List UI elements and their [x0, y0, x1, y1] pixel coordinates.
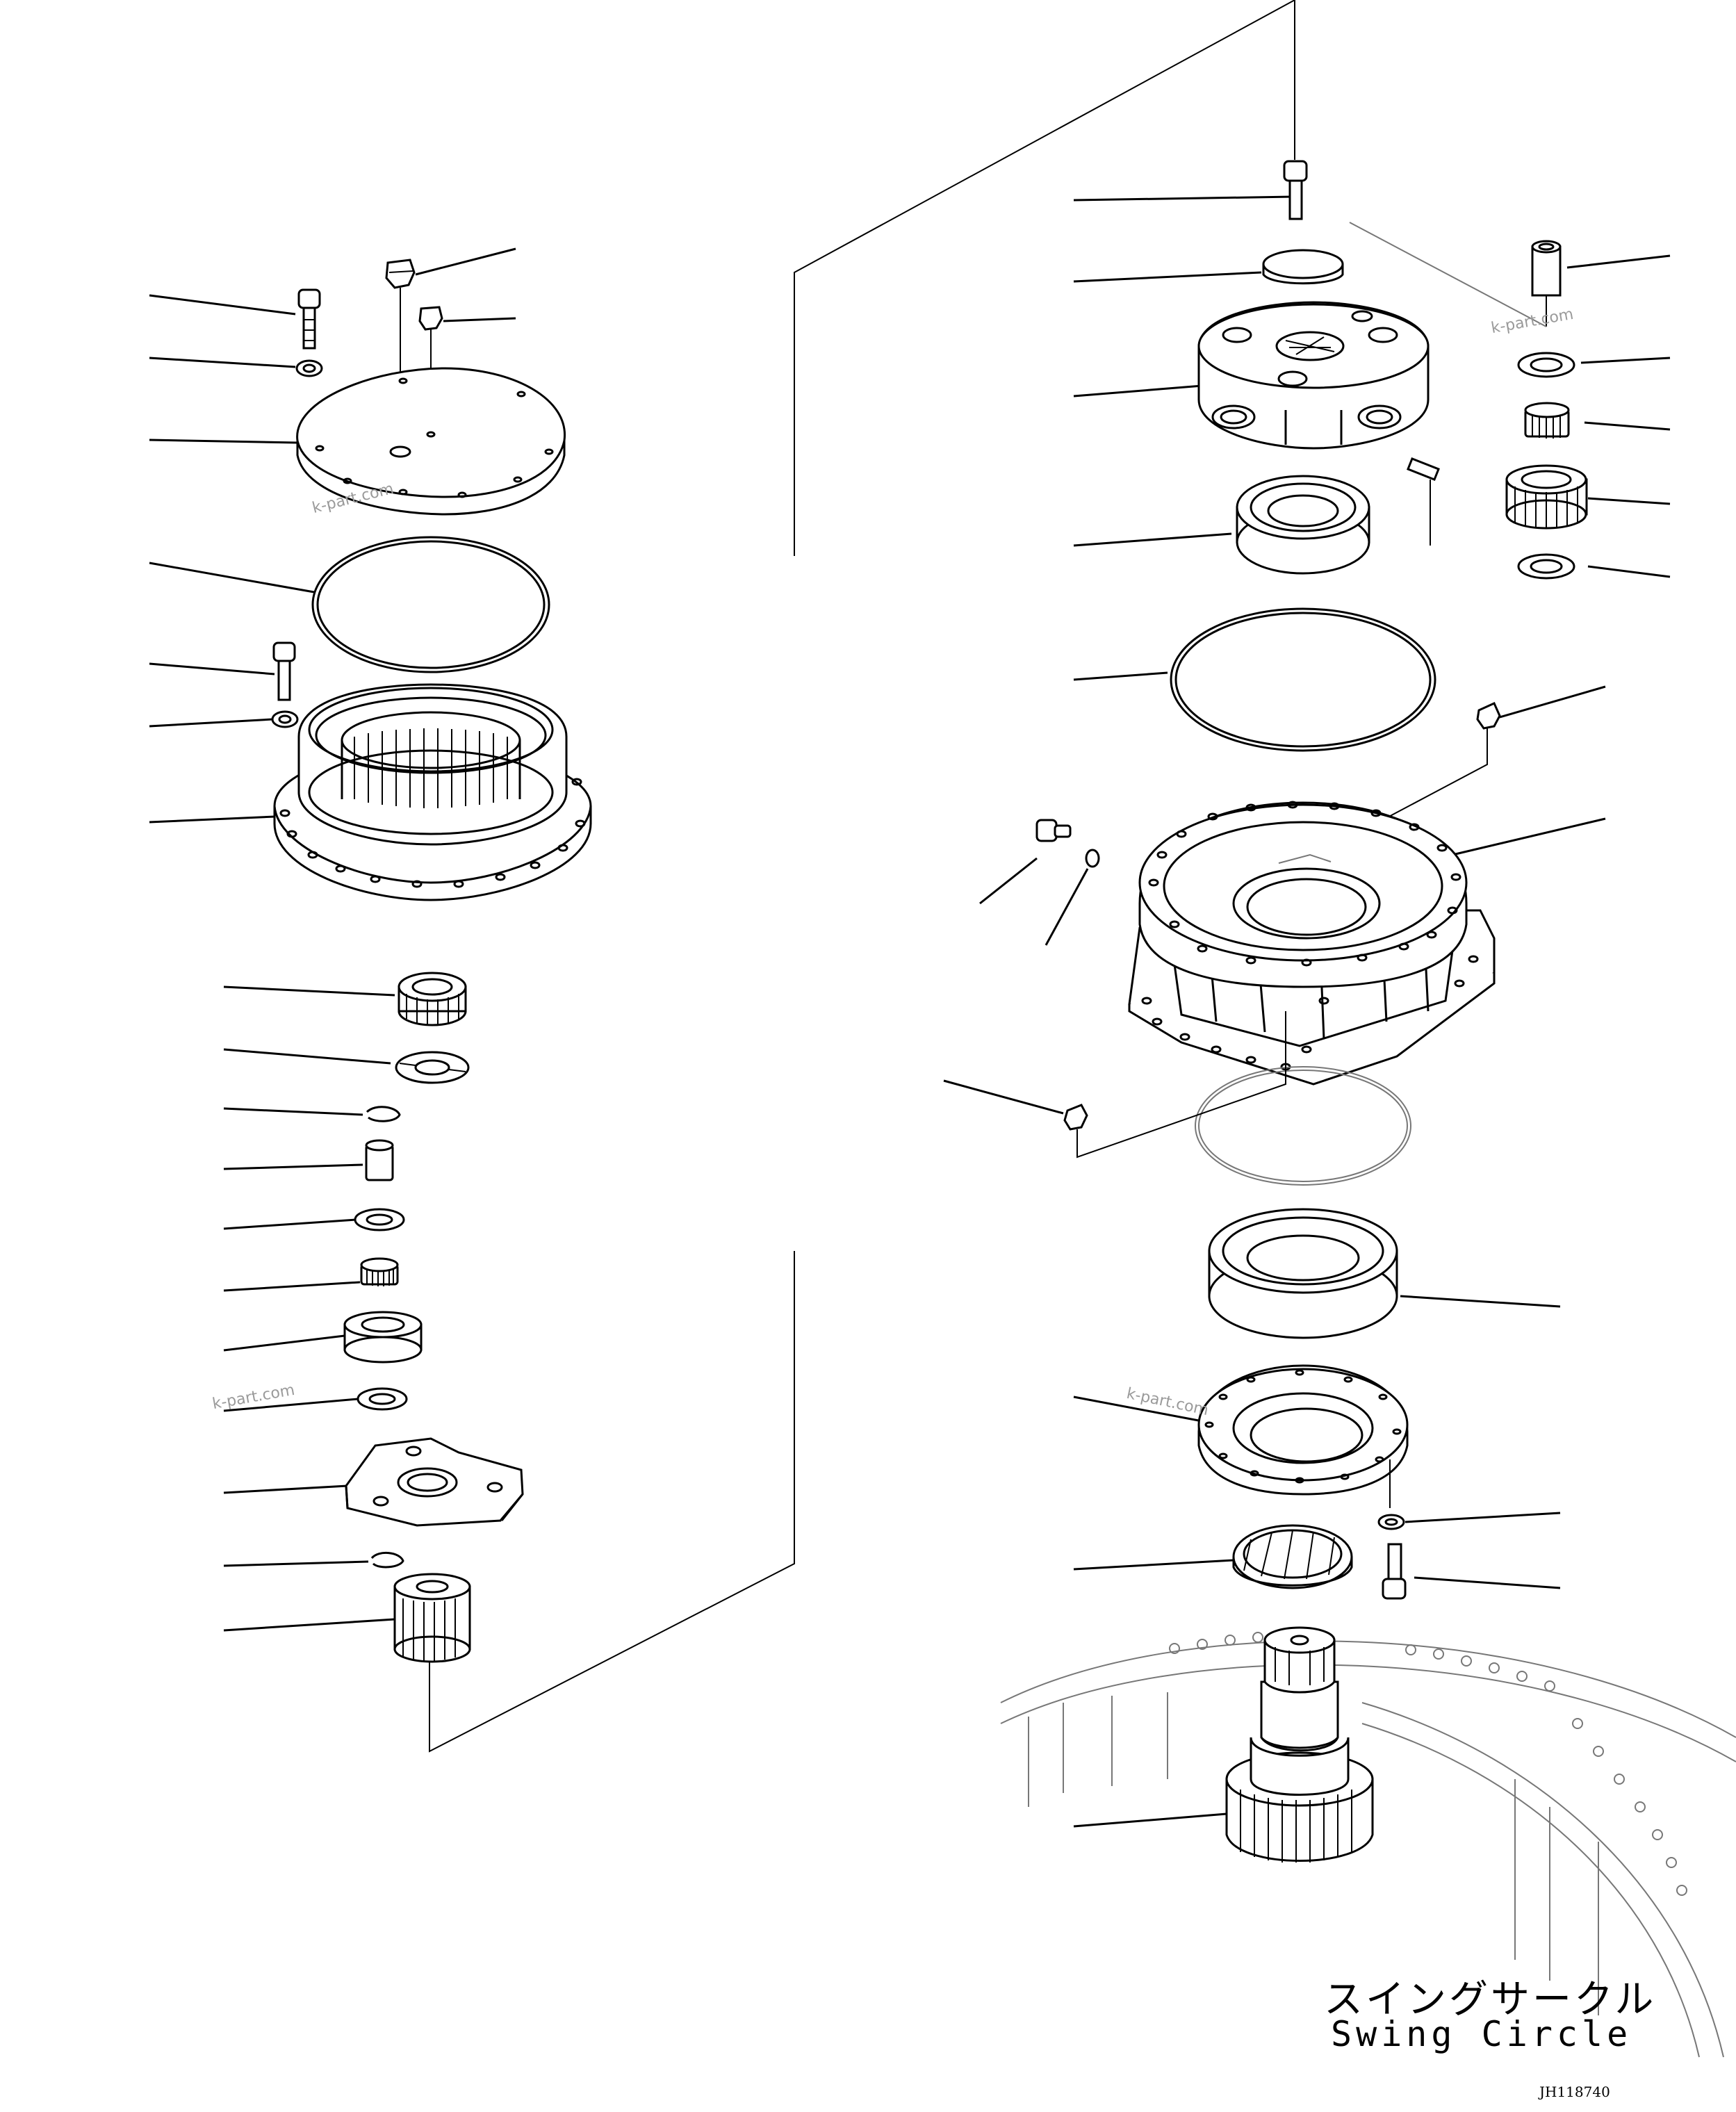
retainer-washer	[1377, 1514, 1405, 1530]
planet-gear-right	[1505, 464, 1588, 530]
thrust-washer-left	[395, 1051, 470, 1084]
ring-gear-housing	[273, 683, 592, 901]
planet-carrier-plate	[345, 1437, 524, 1527]
swing-circle-label-japanese: スイングサークル	[1324, 1977, 1657, 2022]
oil-seal	[1232, 1524, 1353, 1589]
housing-plug-bottom	[1063, 1011, 1286, 1159]
swing-machinery-case	[1128, 801, 1496, 1186]
cover-plug-large	[385, 259, 416, 403]
thrust-washer-lower	[357, 1387, 408, 1411]
o-ring-left	[311, 536, 550, 673]
left-leader-lines	[149, 247, 516, 1632]
output-bearing	[1208, 1208, 1398, 1339]
bearing-retainer	[1197, 1364, 1409, 1508]
drain-plug	[1035, 819, 1072, 842]
drain-o-ring	[1085, 849, 1100, 868]
o-ring-right	[1170, 607, 1436, 752]
snap-ring-lower	[370, 1552, 404, 1569]
cover-bolt	[297, 288, 321, 350]
right-leader-lines	[943, 195, 1671, 1828]
carrier-bearing	[1236, 475, 1370, 575]
drawing-number: JH118740	[1539, 2084, 1610, 2100]
swing-circle-label-english: Swing Circle	[1331, 2014, 1632, 2054]
swing-circle-outline	[1000, 1630, 1736, 2058]
planet-shaft-right	[1349, 222, 1562, 327]
needle-bearing-right	[1524, 402, 1570, 439]
ring-gear-washer	[271, 710, 299, 728]
planet-gear-middle	[343, 1311, 423, 1364]
planet-carrier	[1197, 301, 1430, 450]
needle-bearing-left	[360, 1257, 399, 1286]
thrust-washer-right-bottom	[1517, 553, 1575, 580]
connecting-frame-lines	[429, 0, 1295, 1753]
sun-gear-left	[393, 1573, 471, 1663]
retainer-bolt	[1382, 1543, 1407, 1600]
snap-ring-upper	[366, 1106, 401, 1122]
spacer-washer	[354, 1208, 405, 1231]
carrier-bolt	[1283, 160, 1308, 220]
cover-washer	[295, 359, 323, 377]
ring-gear-bolt	[272, 641, 296, 701]
pin-roller	[365, 1139, 394, 1181]
planet-gear-top	[398, 972, 467, 1026]
pinion-shaft	[1225, 1626, 1374, 1863]
dowel-pin	[1407, 457, 1440, 546]
thrust-washer-right-top	[1517, 352, 1575, 378]
cover-plate	[296, 367, 566, 516]
carrier-cap	[1262, 249, 1344, 279]
